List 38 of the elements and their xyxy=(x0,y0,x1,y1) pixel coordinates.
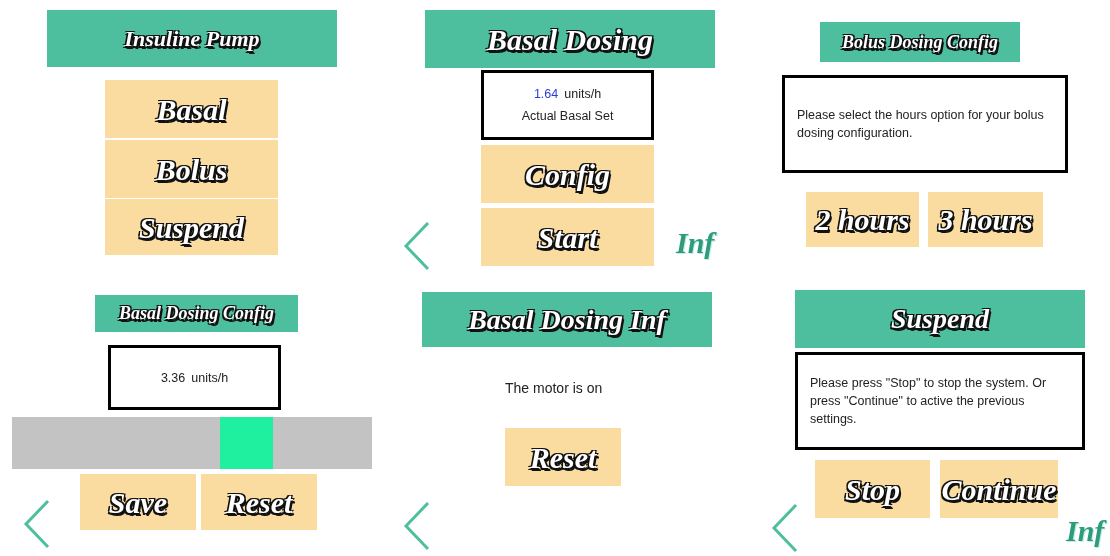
menu-button: 3 hours xyxy=(928,192,1043,247)
menu-button: Suspend xyxy=(105,199,278,255)
menu-button: Bolus xyxy=(105,140,278,198)
screen-title: Basal Dosing Config xyxy=(118,302,274,325)
info-panel xyxy=(795,352,1085,450)
menu-button: Continue xyxy=(940,460,1058,518)
screen-title: Basal Dosing xyxy=(487,21,653,58)
title-bar xyxy=(422,292,712,347)
value-text: 1.64 xyxy=(533,86,559,103)
screen-title: Insuline Pump xyxy=(124,25,260,53)
info-panel xyxy=(782,75,1068,173)
menu-button: Basal xyxy=(105,80,278,138)
info-text: units/h xyxy=(191,369,229,387)
title-bar xyxy=(95,295,298,332)
info-text: Please press "Stop" to stop the system. Or press "Continue" to active the previous settings. xyxy=(810,375,1048,428)
title-bar xyxy=(820,22,1020,62)
title-bar xyxy=(795,290,1085,348)
menu-button: Start xyxy=(481,208,654,266)
info-panel xyxy=(481,70,654,140)
menu-button: Save xyxy=(80,474,196,530)
screen-title: Bolus Dosing Config xyxy=(841,30,999,54)
status-text: The motor is on xyxy=(505,379,603,398)
info-link: Inf xyxy=(676,225,715,261)
info-text: Please select the hours option for your bolus dosing configuration. xyxy=(797,107,1045,142)
title-bar xyxy=(425,10,715,68)
menu-button: Reset xyxy=(505,428,621,486)
info-panel xyxy=(108,345,281,410)
screen-title: Basal Dosing Inf xyxy=(468,302,666,337)
screen-title: Suspend xyxy=(890,302,989,336)
info-text: Actual Basal Set xyxy=(521,108,614,125)
menu-button: 2 hours xyxy=(806,192,919,247)
menu-button: Reset xyxy=(201,474,317,530)
menu-button: Config xyxy=(481,145,654,203)
info-link: Inf xyxy=(1066,513,1105,549)
info-text: 3.36 xyxy=(160,369,186,387)
title-bar xyxy=(47,10,337,67)
menu-button: Stop xyxy=(815,460,930,518)
info-text: units/h xyxy=(564,86,602,103)
